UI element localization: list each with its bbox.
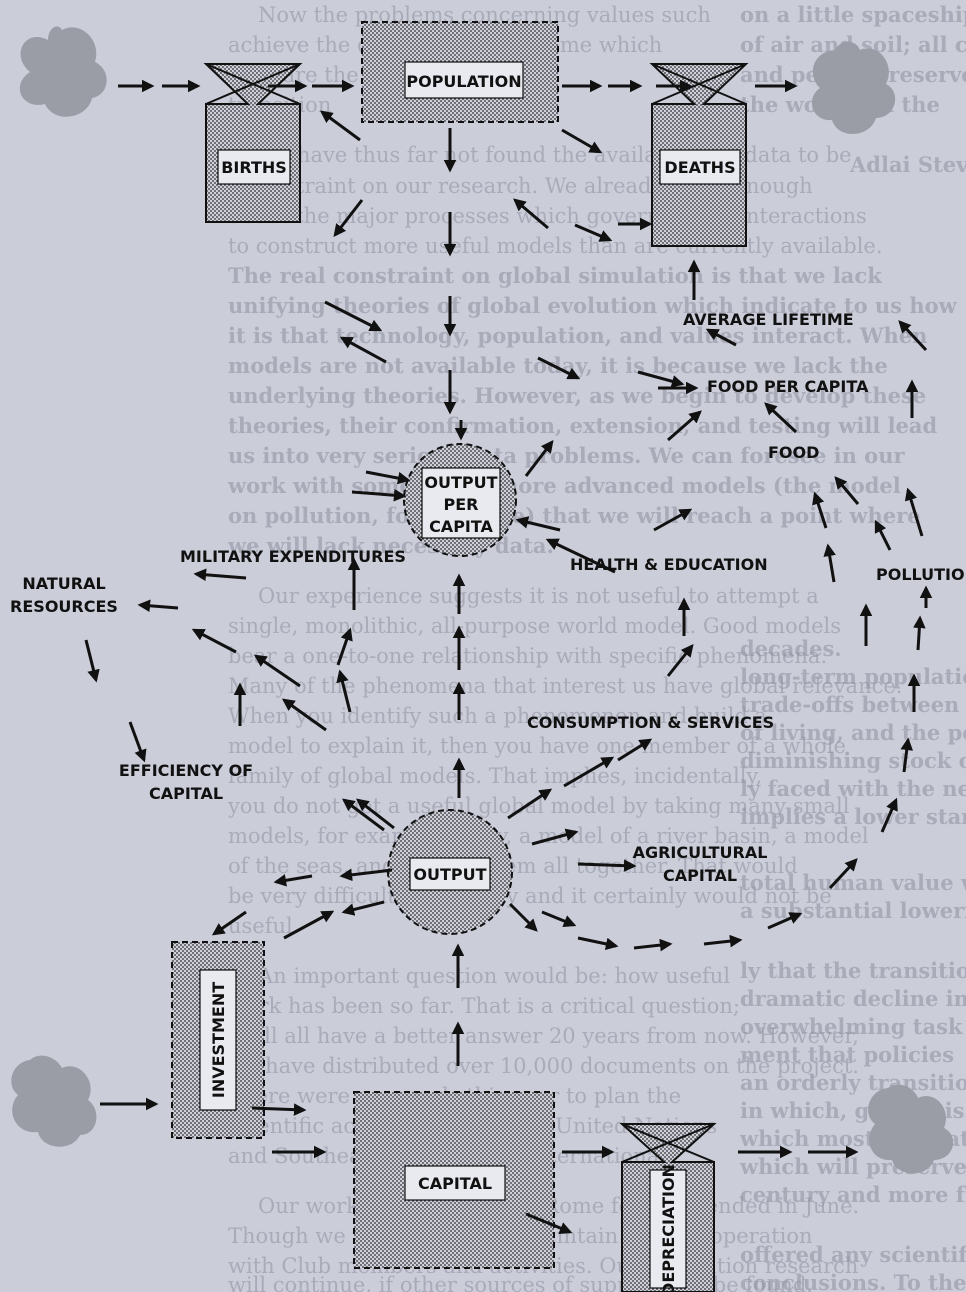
output-per-capita-node: OUTPUT PER CAPITA [403, 443, 517, 557]
background-text-line-right: offered any scientifically [740, 1242, 966, 1267]
output-per-capita-label-1: OUTPUT [424, 473, 497, 492]
background-text-line-right: of living, and the popu- [740, 720, 966, 745]
agricultural-capital-label-2: CAPITAL [663, 866, 737, 885]
food-label: FOOD [768, 443, 819, 462]
background-text-line-right: total human value which [740, 870, 966, 895]
capital-box: CAPITAL [353, 1091, 555, 1269]
agricultural-capital-label-1: AGRICULTURAL [633, 843, 768, 862]
background-text-line-right: dramatic decline in popula- [740, 986, 966, 1011]
investment-box: INVESTMENT [171, 941, 265, 1139]
background-text-line: us into very serious data problems. We c… [228, 443, 905, 468]
background-text-line: on pollution, for example) that we will … [228, 503, 921, 528]
natural-resources-label-1: NATURAL [22, 574, 105, 593]
output-label: OUTPUT [413, 865, 486, 884]
background-text-line-right: conclusions. To the exact [740, 1270, 966, 1292]
sink-cloud-deaths [811, 41, 896, 135]
background-text-line-right: an orderly transition to [740, 1070, 966, 1095]
deaths-tank: DEATHS [649, 63, 749, 247]
background-text-line: work with some of the more advanced mode… [227, 473, 901, 498]
background-text-line: we'll all have a better answer 20 years … [228, 1024, 859, 1048]
food-per-capita-label: FOOD PER CAPITA [707, 377, 869, 396]
investment-label: INVESTMENT [209, 982, 228, 1098]
source-cloud-investment [11, 1055, 97, 1147]
background-text-line: models, for example a city, a model of a… [228, 824, 869, 848]
background-text-line: An important question would be: how usef… [257, 964, 730, 988]
background-text-line-right: Adlai Stevenson [849, 152, 966, 177]
background-text-line: family of global models. That implies, i… [228, 764, 762, 788]
background-text-line-right: overwhelming task for the [740, 1014, 966, 1039]
health-education-label: HEALTH & EDUCATION [570, 555, 768, 574]
background-text-line-right: trade-offs between personal [740, 692, 966, 717]
consumption-services-label: CONSUMPTION & SERVICES [527, 713, 774, 732]
background-text-line-right: implies a lower standard [740, 804, 966, 829]
natural-resources-label-2: RESOURCES [10, 597, 118, 616]
background-text-line: underlying theories. However, as we begi… [228, 383, 926, 408]
background-text-line-right: ly that the transition to [740, 958, 966, 983]
background-text-line: to construct more useful models than are… [228, 234, 883, 258]
background-text-line: about the major processes which govern g… [228, 204, 867, 228]
average-lifetime-label: AVERAGE LIFETIME [683, 310, 854, 329]
output-node: OUTPUT [387, 809, 513, 935]
population-label: POPULATION [406, 72, 521, 91]
efficiency-of-capital-label-1: EFFICIENCY OF [119, 761, 253, 780]
background-text-line: models are not available today, it is be… [228, 353, 888, 378]
background-article-text-right: on a little spaceship;of air and soil; a… [739, 2, 966, 1292]
output-per-capita-label-2: PER [444, 495, 479, 514]
depreciation-tank: DEPRECIATION [619, 1123, 717, 1292]
population-box: POPULATION [361, 21, 559, 123]
source-cloud-population [19, 26, 107, 117]
background-text-line-right: ment that policies [740, 1042, 954, 1067]
background-text-line: will continue, if other sources of suppo… [228, 1273, 813, 1292]
background-text-line-right: a substantial lowering [740, 898, 966, 923]
deaths-label: DEATHS [664, 158, 735, 177]
capital-label: CAPITAL [418, 1174, 492, 1193]
output-per-capita-label-3: CAPITA [429, 517, 493, 536]
background-text-line-right: ly faced with the neces- [740, 776, 966, 801]
background-text-line: We have thus far not found the availabil… [258, 143, 852, 167]
background-text-line-right: diminishing stock of re- [740, 748, 966, 773]
background-text-line: theories, their confirmation, extension,… [228, 413, 938, 438]
births-tank: BIRTHS [203, 63, 303, 223]
background-text-line-right: decades. [740, 636, 842, 661]
background-text-line: The real constraint on global simulation… [228, 263, 882, 288]
background-text-line: single, monolithic, all-purpose world mo… [228, 614, 841, 638]
background-text-line: bear a one-to-one relationship with spec… [228, 644, 827, 668]
background-text-line: model to explain it, then you have one m… [228, 734, 846, 758]
background-article-text: Now the problems concerning values sucha… [227, 3, 958, 1292]
pollution-label: POLLUTION [876, 565, 966, 584]
background-text-line-right: century and more from [740, 1182, 966, 1207]
background-text-line: work has been so far. That is a critical… [228, 994, 740, 1018]
background-text-line: we have distributed over 10,000 document… [228, 1054, 859, 1078]
military-expenditures-label: MILITARY EXPENDITURES [180, 547, 406, 566]
background-text-line-right: long-term population level. [740, 664, 966, 689]
efficiency-of-capital-label-2: CAPITAL [149, 784, 223, 803]
births-label: BIRTHS [221, 158, 287, 177]
depreciation-label: DEPRECIATION [659, 1164, 678, 1292]
background-text-line: Our experience suggests it is not useful… [258, 584, 819, 608]
background-text-line-right: on a little spaceship; [740, 2, 966, 27]
flow-arrows [84, 79, 933, 1235]
background-text-line: be very difficult technically and it cer… [228, 884, 832, 908]
sink-cloud-depreciation [868, 1084, 954, 1174]
